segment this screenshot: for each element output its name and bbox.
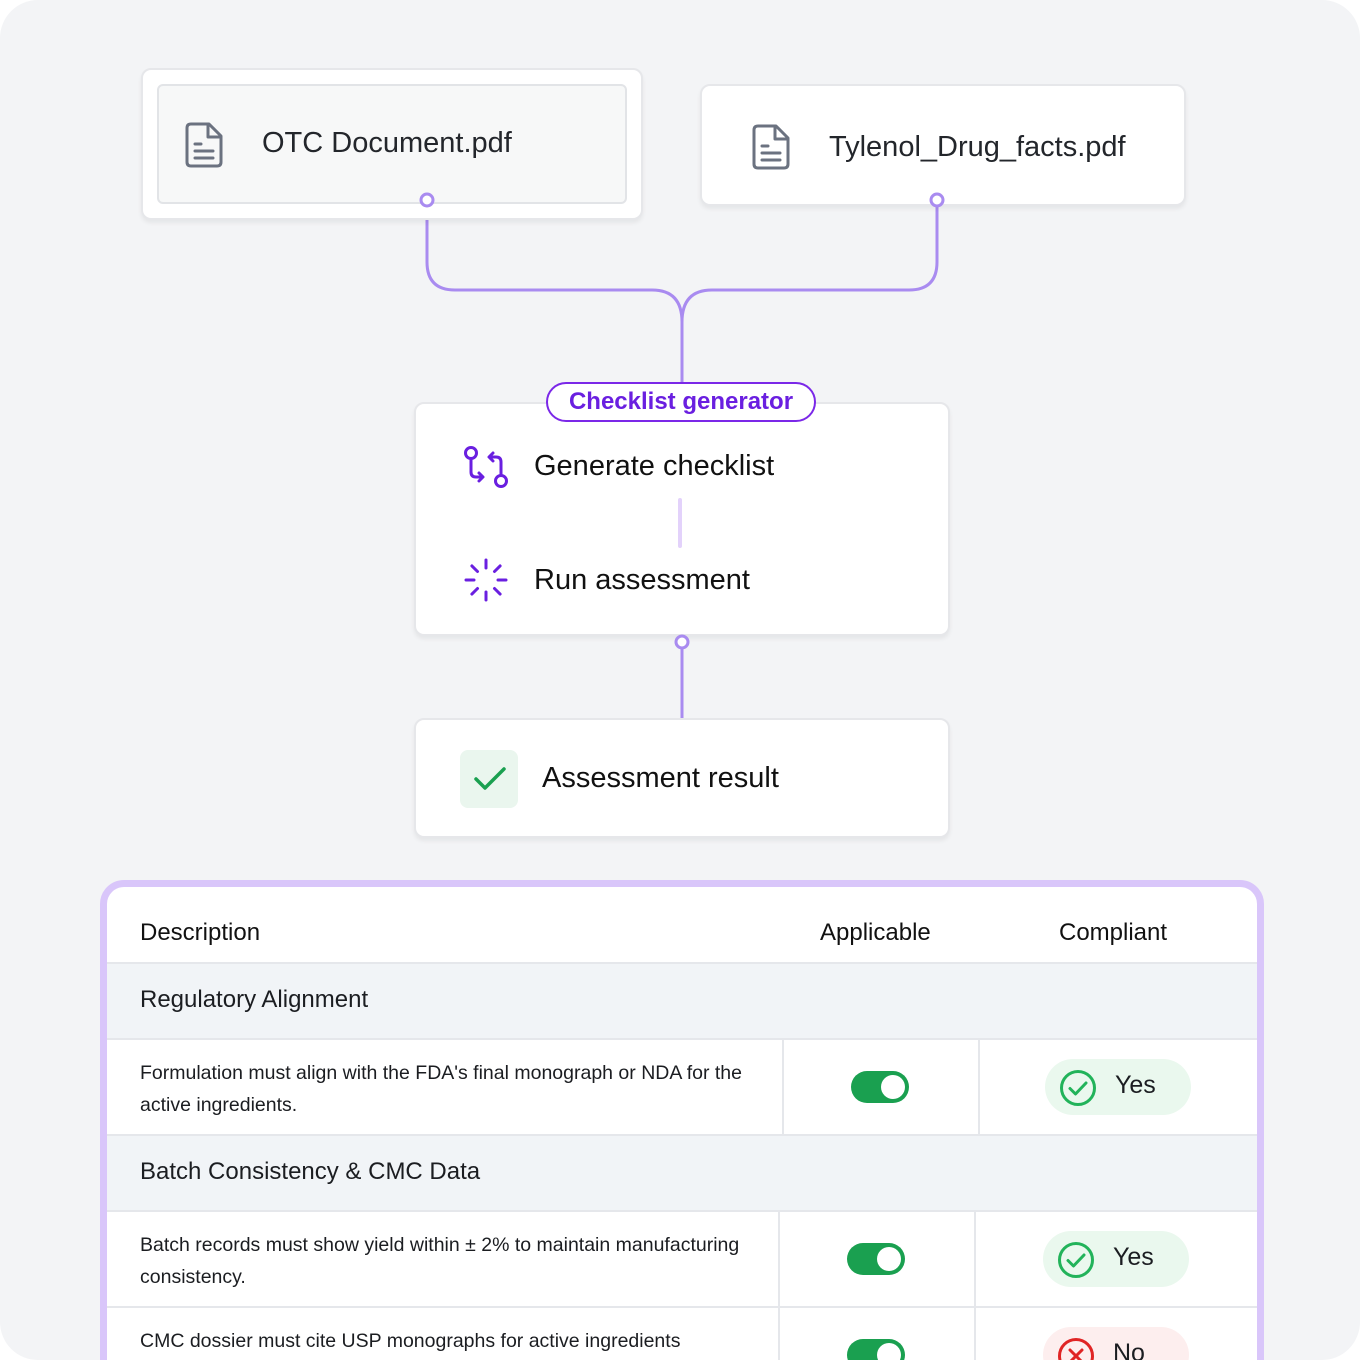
output-port — [674, 634, 690, 650]
compliant-badge: No — [1043, 1327, 1189, 1360]
row-divider — [107, 1038, 1257, 1040]
group-row: Regulatory Alignment — [107, 964, 1257, 1038]
row-divider — [107, 1210, 1257, 1212]
column-header-description: Description — [140, 919, 261, 946]
column-divider — [778, 1308, 780, 1360]
row-description: Formulation must align with the FDA's fi… — [140, 1062, 742, 1116]
check-icon-tile — [460, 750, 518, 808]
check-circle-icon — [1058, 1242, 1094, 1278]
x-circle-icon — [1058, 1338, 1094, 1360]
compliant-badge: Yes — [1043, 1231, 1189, 1287]
document-icon — [752, 124, 790, 170]
column-divider — [778, 1212, 780, 1306]
group-title: Batch Consistency & CMC Data — [140, 1158, 481, 1185]
file-card-otc[interactable]: OTC Document.pdf — [141, 68, 643, 220]
column-divider — [974, 1308, 976, 1360]
row-divider — [107, 1134, 1257, 1136]
file-card-tylenol[interactable]: Tylenol_Drug_facts.pdf — [700, 84, 1186, 206]
loader-icon — [464, 558, 508, 602]
compliant-value: Yes — [1113, 1243, 1154, 1271]
compliant-badge: Yes — [1045, 1059, 1191, 1115]
header-divider — [107, 962, 1257, 964]
compliant-value: Yes — [1115, 1071, 1156, 1099]
output-port — [419, 192, 435, 208]
column-divider — [978, 1040, 980, 1134]
step-generate-checklist: Generate checklist — [534, 450, 775, 482]
applicable-toggle[interactable] — [847, 1339, 905, 1360]
column-divider — [782, 1040, 784, 1134]
group-row: Batch Consistency & CMC Data — [107, 1136, 1257, 1210]
column-header-applicable: Applicable — [820, 919, 931, 946]
document-icon — [185, 122, 223, 168]
step-divider — [678, 498, 682, 548]
git-compare-icon — [464, 446, 508, 488]
applicable-toggle[interactable] — [847, 1243, 905, 1275]
column-header-compliant: Compliant — [1059, 919, 1168, 946]
check-circle-icon — [1060, 1070, 1096, 1106]
checklist-generator-card[interactable] — [414, 402, 950, 636]
checklist-generator-badge: Checklist generator — [546, 382, 816, 422]
file-name: Tylenol_Drug_facts.pdf — [829, 131, 1126, 163]
output-port — [929, 192, 945, 208]
check-icon — [474, 767, 506, 790]
compliant-value: No — [1113, 1339, 1145, 1360]
assessment-result-label: Assessment result — [542, 762, 779, 794]
row-description: Batch records must show yield within ± 2… — [140, 1234, 740, 1288]
checklist-table: Description Applicable Compliant Regulat… — [100, 880, 1264, 1360]
group-title: Regulatory Alignment — [140, 986, 369, 1013]
applicable-toggle[interactable] — [851, 1071, 909, 1103]
step-run-assessment: Run assessment — [534, 564, 750, 596]
row-divider — [107, 1306, 1257, 1308]
file-card-otc-inner: OTC Document.pdf — [157, 84, 627, 204]
column-divider — [974, 1212, 976, 1306]
row-description: CMC dossier must cite USP monographs for… — [140, 1330, 681, 1352]
file-name: OTC Document.pdf — [262, 127, 512, 159]
